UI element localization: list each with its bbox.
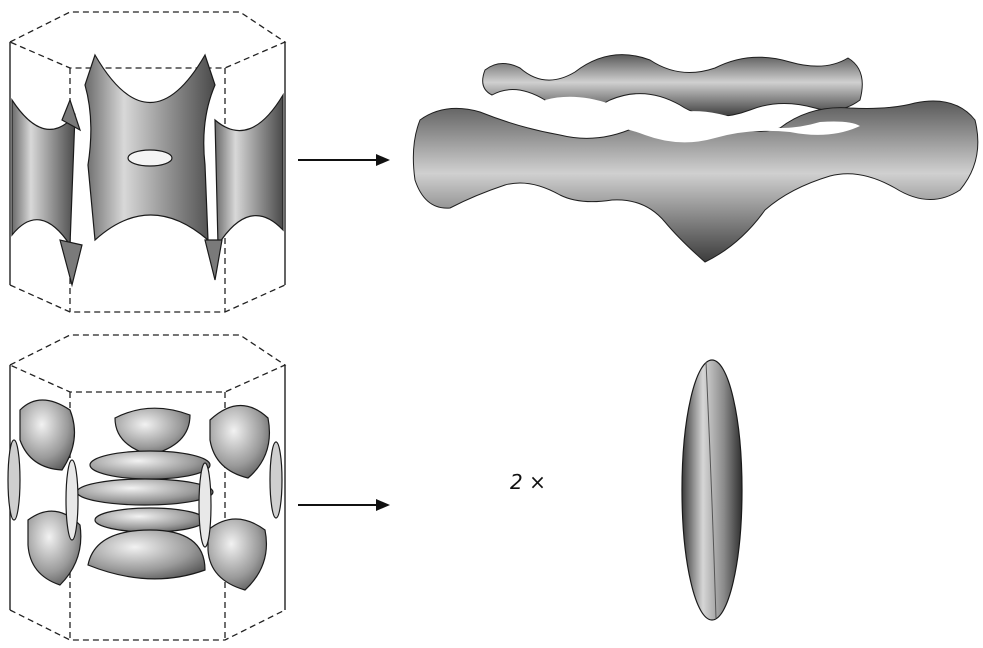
multiplicity-label: 2 × xyxy=(510,470,546,494)
arrow-lower xyxy=(298,499,390,511)
lens-pockets xyxy=(8,400,282,590)
cigar-pocket xyxy=(682,360,742,620)
arrow-upper xyxy=(298,154,390,166)
ring-surface xyxy=(413,55,978,262)
upper-fermi-sheet xyxy=(12,55,283,285)
